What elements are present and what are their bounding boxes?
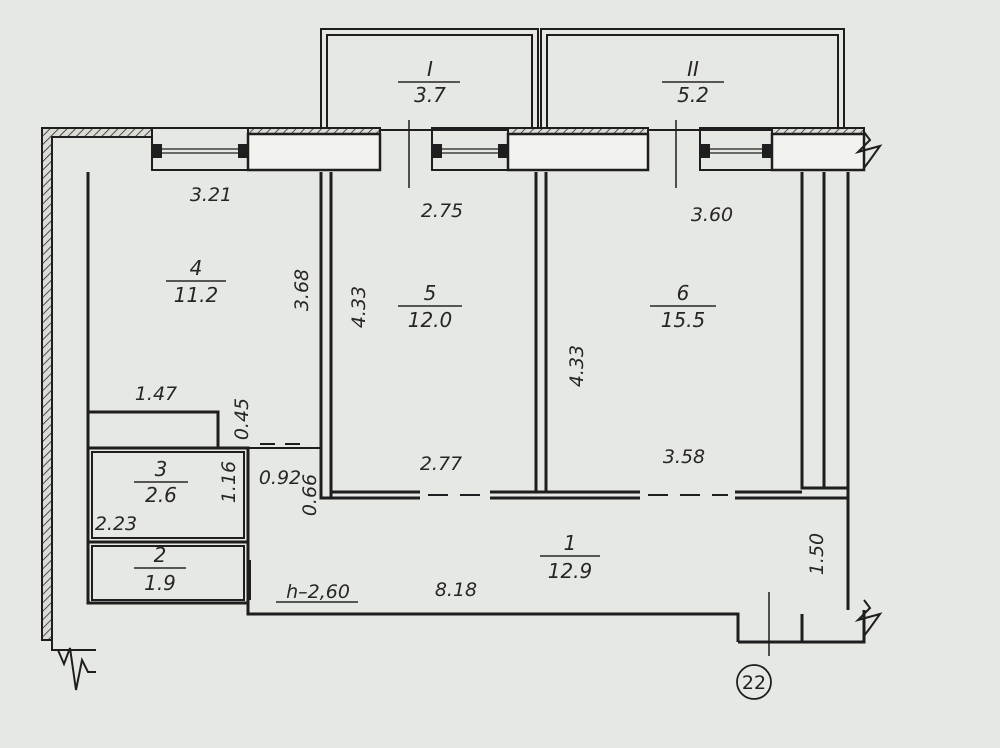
dim-0-66: 0.66: [299, 474, 321, 516]
room-label-6: 6 15.5: [650, 281, 716, 332]
room-number: I: [427, 57, 433, 81]
dim-0-92: 0.92: [259, 467, 301, 489]
wall-block-c: [770, 132, 866, 172]
window-3: [700, 144, 772, 158]
dim-1-50: 1.50: [806, 533, 828, 575]
room-area: 1.9: [144, 571, 176, 595]
room-area: 12.0: [408, 308, 453, 332]
room-label-3: 3 2.6: [134, 457, 188, 507]
dim-3-60: 3.60: [691, 204, 733, 226]
wall-block-b: [506, 132, 650, 172]
room-label-2: 2 1.9: [134, 543, 186, 595]
axis-marker: 22: [736, 664, 772, 700]
room-number: 4: [190, 256, 203, 280]
room-number: 5: [424, 281, 437, 305]
room-number: 1: [564, 531, 577, 555]
interior-walls[interactable]: [86, 172, 866, 644]
dim-2-23: 2.23: [95, 513, 137, 535]
dim-3-21: 3.21: [190, 184, 232, 206]
room-area: 11.2: [174, 283, 219, 307]
room-number: 6: [677, 281, 690, 305]
room-number: 2: [154, 543, 167, 567]
room-label-1: 1 12.9: [540, 531, 600, 583]
dim-4-33-left: 4.33: [348, 286, 370, 328]
room-label-balcony-2: II 5.2: [662, 57, 724, 107]
room-area: 5.2: [677, 83, 709, 107]
facade-wall-top: [151, 127, 866, 172]
dim-4-33-right: 4.33: [566, 345, 588, 387]
axis-circle: [736, 664, 772, 700]
axis-label: 22: [742, 672, 766, 694]
dim-8-18: 8.18: [435, 579, 477, 601]
room-number: 3: [155, 457, 168, 481]
wall-block-a: [246, 132, 382, 172]
axis-ticks: [408, 120, 770, 656]
window-2: [432, 144, 508, 158]
break-symbols: [57, 131, 883, 691]
dim-1-47: 1.47: [135, 383, 177, 405]
window-1: [152, 144, 248, 158]
room-label-4: 4 11.2: [166, 256, 226, 307]
room-label-5: 5 12.0: [398, 281, 462, 332]
room-number: II: [687, 57, 699, 81]
room-area: 15.5: [661, 308, 706, 332]
room-area: 3.7: [414, 83, 446, 107]
dim-2-75: 2.75: [421, 200, 463, 222]
room-area: 12.9: [548, 559, 593, 583]
dim-3-58: 3.58: [663, 446, 705, 468]
dim-2-77: 2.77: [420, 453, 462, 475]
dim-3-68: 3.68: [291, 269, 313, 311]
height-mark: h–2,60: [286, 581, 350, 603]
dimension-labels: 3.21 2.75 3.60 3.68 4.33 4.33 1.47 0.45 …: [95, 184, 828, 603]
dim-0-45: 0.45: [231, 398, 253, 440]
dim-1-16: 1.16: [218, 461, 240, 503]
balcony-outlines: [320, 28, 845, 131]
room-area: 2.6: [145, 483, 177, 507]
room-label-balcony-1: I 3.7: [398, 57, 460, 107]
